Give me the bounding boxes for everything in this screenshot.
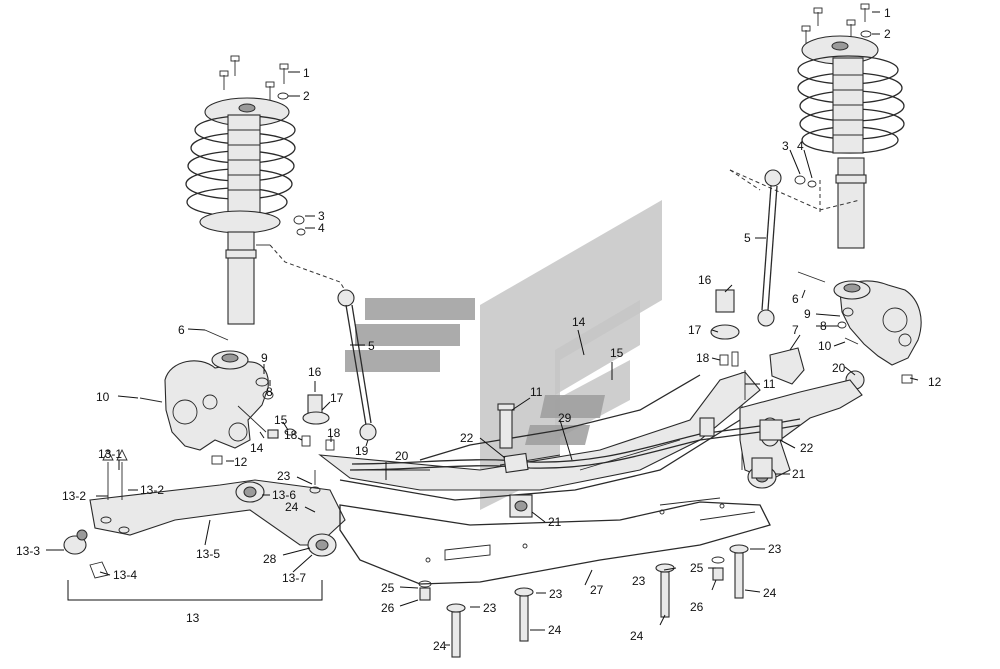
label-9-left: 9 [261,351,268,365]
left-small-fasteners [139,215,335,451]
label-26-right: 26 [690,600,704,614]
label-17-left: 17 [330,391,344,405]
label-4-left: 4 [318,221,325,235]
label-6-right: 6 [792,292,799,306]
right-steering-knuckle [797,271,922,384]
right-stabilizer-link [729,169,861,327]
label-4-right: 4 [797,139,804,153]
label-15-left: 15 [274,413,288,427]
label-24-bottom-d: 24 [763,586,777,600]
label-29: 29 [558,411,572,425]
label-1-left: 1 [303,66,310,80]
label-3-right: 3 [782,139,789,153]
label-27: 27 [590,583,604,597]
label-20-right: 20 [832,361,846,375]
label-23-bottom-c: 23 [632,574,646,588]
label-18-left-a: 18 [284,428,298,442]
label-16-left: 16 [308,365,322,379]
lower-arm-group-bracket [67,580,323,601]
label-5-right: 5 [744,231,751,245]
left-strut-assembly [185,55,296,325]
label-10-left: 10 [96,390,110,404]
label-23-bottom-b: 23 [549,587,563,601]
label-13-4: 13-4 [113,568,137,582]
label-13-5: 13-5 [196,547,220,561]
label-1-right: 1 [884,6,891,20]
right-small-fasteners [710,289,865,470]
label-12-right: 12 [928,375,942,389]
splash-shield-plate [339,497,771,585]
label-14-left: 14 [250,441,264,455]
watermark-logo [345,200,662,510]
label-25-left: 25 [381,581,395,595]
left-lower-control-arm [63,448,346,579]
label-23-bottom-a: 23 [483,601,497,615]
label-21-right: 21 [792,467,806,481]
label-22-center: 22 [460,431,474,445]
label-28: 28 [263,552,277,566]
label-13-3: 13-3 [16,544,40,558]
label-16-right: 16 [698,273,712,287]
left-steering-knuckle [164,350,274,465]
label-18-right: 18 [696,351,710,365]
label-13-6: 13-6 [272,488,296,502]
label-12-left: 12 [234,455,248,469]
label-24-bottom-a: 24 [433,639,447,653]
label-24-bottom-c: 24 [630,629,644,643]
label-24-left: 24 [285,500,299,514]
leader-lines [46,11,919,646]
label-5-left: 5 [368,339,375,353]
label-13-2-b: 13-2 [140,483,164,497]
label-21-center: 21 [548,515,562,529]
label-26-left: 26 [381,601,395,615]
label-11-center: 11 [530,385,543,399]
label-13-2-a: 13-2 [62,489,86,503]
part-number-labels: 1 2 3 4 5 6 9 8 10 12 14 15 16 17 18 18 … [16,6,942,653]
label-8-right: 8 [820,319,827,333]
subframe-mount-bushings [497,370,773,518]
label-20-left: 20 [395,449,409,463]
label-14-center: 14 [572,315,586,329]
label-17-right: 17 [688,323,702,337]
right-strut-assembly [797,3,905,249]
left-stabilizer-link [269,244,377,441]
label-3-left: 3 [318,209,325,223]
label-10-right: 10 [818,339,832,353]
label-6-left: 6 [178,323,185,337]
front-subframe [318,371,761,501]
label-23-bottom-d: 23 [768,542,782,556]
label-19: 19 [355,444,369,458]
label-22-right: 22 [800,441,814,455]
label-13: 13 [186,611,200,625]
label-24-bottom-b: 24 [548,623,562,637]
label-2-left: 2 [303,89,310,103]
label-18-left-b: 18 [327,426,341,440]
stabilizer-bar [349,417,801,474]
label-11-right: 11 [763,377,776,391]
label-23-left: 23 [277,469,291,483]
label-13-7: 13-7 [282,571,306,585]
label-15-center: 15 [610,346,624,360]
label-2-right: 2 [884,27,891,41]
label-8-left: 8 [266,385,273,399]
label-7-right: 7 [792,323,799,337]
label-9-right: 9 [804,307,811,321]
label-13-1: 13-1 [98,447,122,461]
label-25-right: 25 [690,561,704,575]
